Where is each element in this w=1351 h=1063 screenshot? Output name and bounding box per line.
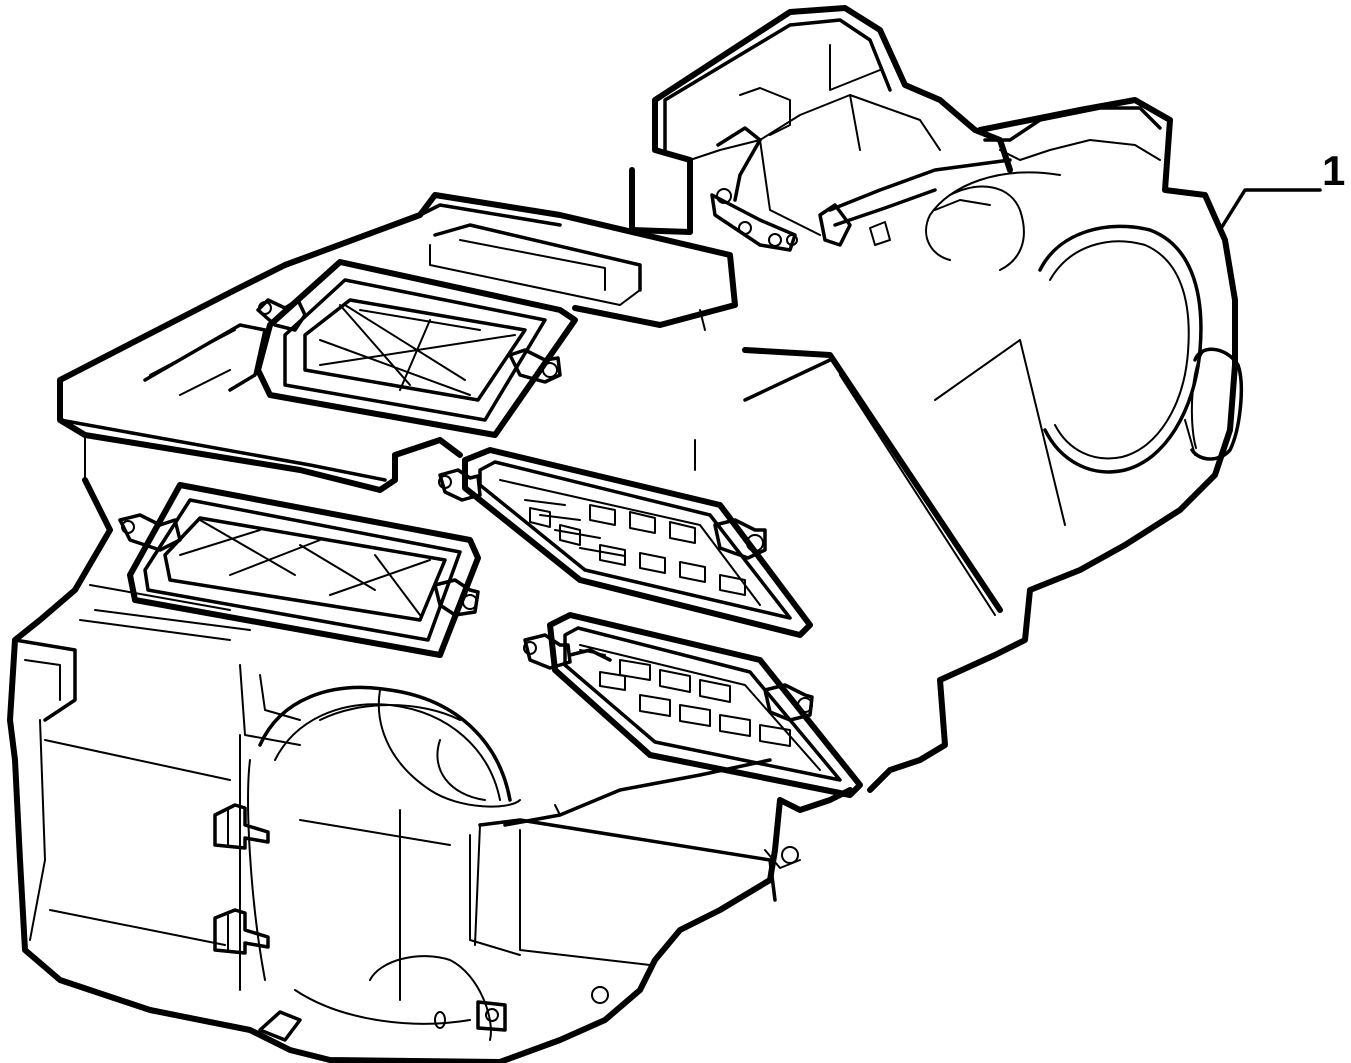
- flap-linkage-arm: [710, 126, 798, 252]
- vent-flap-lower-right: [523, 612, 863, 798]
- middle-body: [694, 309, 1066, 616]
- upper-flap-housing: [629, 5, 1013, 236]
- heater-box-main: [7, 192, 853, 1063]
- actuator-rod: [818, 158, 1012, 247]
- lower-blower-wheel-housing: [247, 685, 801, 1042]
- blower-scroll-housing: [867, 97, 1243, 793]
- side-clip-upper: [213, 803, 270, 850]
- vent-flap-mid-right: [438, 447, 813, 638]
- callout-1-leader: [1218, 188, 1322, 232]
- vent-flap-left: [118, 482, 481, 658]
- callout-label-1: 1: [1322, 147, 1346, 194]
- vent-flap-top: [255, 259, 578, 438]
- side-clip-lower: [213, 908, 270, 955]
